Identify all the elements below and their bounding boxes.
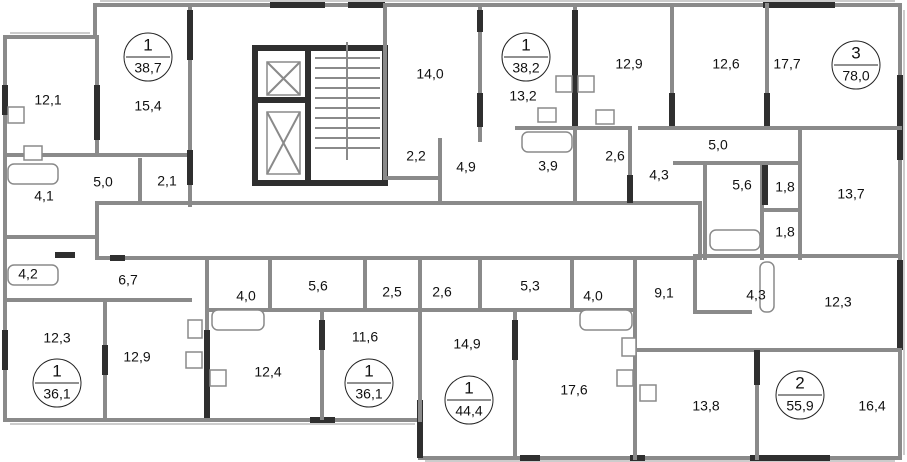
bathtub-icon (7, 163, 59, 185)
room-area-label: 12,9 (123, 349, 150, 365)
bathtub-icon (759, 261, 775, 313)
sink-icon (621, 337, 637, 357)
interior-walls (3, 3, 902, 460)
room-area-label: 4,9 (456, 159, 476, 175)
room-area-label: 4,2 (18, 266, 38, 282)
room-area-label: 13,7 (837, 186, 864, 202)
stove-icon (616, 369, 634, 387)
apartment-badge: 1 38,7 (123, 32, 173, 82)
stove-icon (7, 106, 25, 124)
stove-icon (209, 369, 227, 387)
apartment-total-area: 36,1 (355, 386, 382, 402)
room-area-label: 5,0 (93, 174, 113, 190)
elevator-icon (266, 61, 301, 175)
apartment-total-area: 38,2 (512, 60, 539, 76)
apartment-total-area: 44,4 (455, 403, 482, 419)
room-area-label: 2,1 (157, 173, 177, 189)
apartment-room-count: 1 (521, 35, 530, 54)
room-area-label: 5,6 (308, 278, 328, 294)
room-area-label: 3,9 (538, 158, 558, 174)
room-area-label: 17,7 (773, 56, 800, 72)
room-area-label: 12,6 (712, 56, 739, 72)
stove-icon (639, 384, 657, 402)
bathtub-icon (211, 309, 265, 331)
room-area-label: 2,6 (432, 284, 452, 300)
room-area-label: 5,0 (708, 137, 728, 153)
room-area-label: 2,2 (406, 148, 426, 164)
stove-icon (185, 351, 203, 369)
room-area-label: 12,3 (824, 294, 851, 310)
room-area-label: 12,4 (254, 364, 281, 380)
room-area-label: 4,1 (34, 188, 54, 204)
room-area-label: 17,6 (560, 382, 587, 398)
room-area-label: 5,3 (520, 278, 540, 294)
room-area-label: 4,3 (746, 287, 766, 303)
apartment-total-area: 78,0 (842, 68, 869, 84)
apartment-badges: 1 38,7 1 38,2 3 78,0 1 36,1 1 36,1 1 44,… (32, 32, 881, 425)
apartment-badge: 1 38,2 (501, 32, 551, 82)
apartment-room-count: 1 (464, 378, 473, 397)
room-area-label: 14,0 (416, 66, 443, 82)
stove-icon (555, 75, 573, 93)
bathtub-icon (709, 229, 761, 251)
apartment-room-count: 1 (364, 361, 373, 380)
room-area-label: 1,8 (775, 179, 795, 195)
bathtub-icon (7, 264, 59, 286)
room-area-label: 4,3 (649, 167, 669, 183)
room-area-label: 13,8 (692, 398, 719, 414)
room-area-label: 14,9 (453, 336, 480, 352)
apartment-total-area: 36,1 (43, 386, 70, 402)
stove-icon (577, 75, 595, 93)
bathtub-icon (579, 309, 633, 331)
room-area-label: 15,4 (134, 98, 161, 114)
bathtub-icon (521, 131, 573, 153)
apartment-room-count: 1 (52, 361, 61, 380)
room-area-label: 4,0 (236, 288, 256, 304)
room-area-label: 12,9 (615, 56, 642, 72)
room-area-label: 2,5 (382, 284, 402, 300)
apartment-badge: 3 78,0 (831, 40, 881, 90)
room-area-label: 5,6 (732, 177, 752, 193)
apartment-total-area: 38,7 (134, 60, 161, 76)
room-area-label: 6,7 (118, 272, 138, 288)
apartment-room-count: 2 (795, 373, 804, 392)
apartment-badge: 1 36,1 (32, 358, 82, 408)
fixtures (7, 75, 775, 402)
room-area-label: 11,6 (352, 329, 378, 345)
stair-steps (315, 42, 380, 160)
apartment-total-area: 55,9 (786, 398, 813, 414)
apartment-badge: 1 44,4 (444, 375, 494, 425)
sink-icon (187, 319, 203, 339)
apartment-badge: 1 36,1 (344, 358, 394, 408)
room-area-label: 1,8 (775, 224, 795, 240)
apartment-room-count: 3 (851, 43, 860, 62)
sink-icon (595, 109, 615, 125)
room-area-label: 9,1 (654, 285, 674, 301)
room-area-label: 12,3 (43, 330, 70, 346)
room-area-label: 13,2 (509, 88, 536, 104)
apartment-room-count: 1 (143, 35, 152, 54)
room-area-label: 12,1 (34, 92, 61, 108)
room-area-label: 4,0 (583, 288, 603, 304)
room-area-label: 16,4 (858, 398, 885, 414)
sink-icon (23, 145, 43, 161)
sink-icon (537, 107, 557, 123)
apartment-badge: 2 55,9 (775, 370, 825, 420)
room-area-label: 2,6 (605, 148, 625, 164)
